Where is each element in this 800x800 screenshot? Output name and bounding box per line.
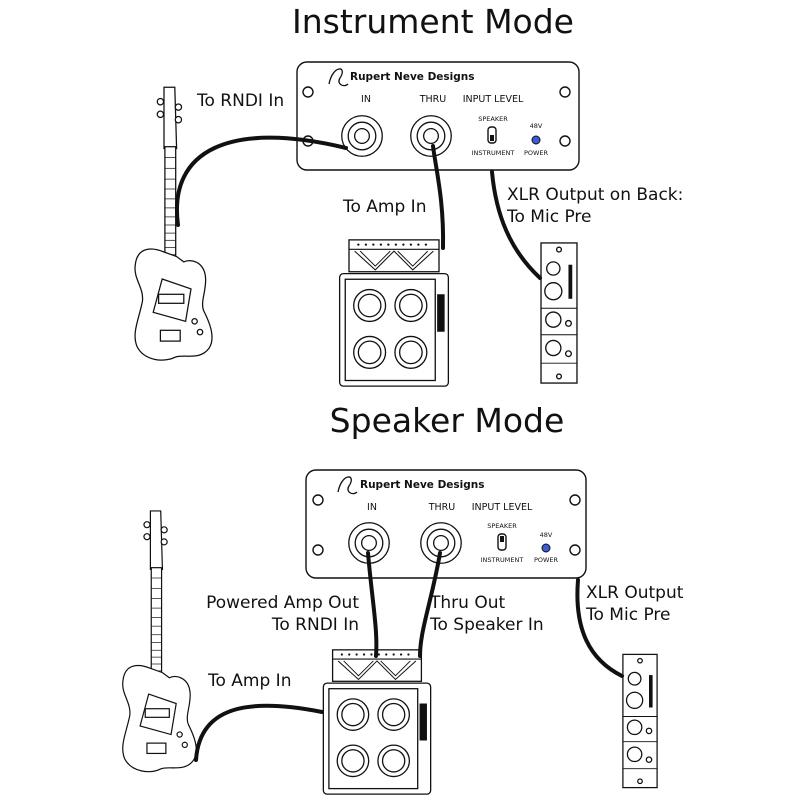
instrument-label: INSTRUMENT	[472, 149, 515, 157]
to-amp-label: To Amp In	[342, 197, 426, 217]
rndi-unit-speaker: Rupert Neve Designs IN THRU INPUT LEVEL …	[305, 469, 587, 579]
cable-thru-to-amp	[431, 144, 446, 250]
speaker-mode-title: Speaker Mode	[330, 401, 565, 440]
cable-bass-to-amp	[194, 703, 324, 762]
rnd-logo-icon	[337, 476, 358, 495]
power-label: POWER	[534, 556, 559, 564]
xlr-label-line1: XLR Output	[586, 583, 684, 603]
instrument-mode-title: Instrument Mode	[292, 2, 574, 41]
thru-out-label-line1: Thru Out	[429, 593, 505, 613]
in-label: IN	[361, 94, 371, 105]
brand-label: Rupert Neve Designs	[360, 479, 485, 491]
powered-amp-label-line1: Powered Amp Out	[206, 593, 359, 613]
to-rndi-label: To RNDI In	[196, 91, 284, 111]
powered-amp-label-line2: To RNDI In	[271, 615, 359, 635]
power-label: POWER	[524, 149, 549, 157]
cable-bass-to-rndi	[174, 135, 348, 227]
in-label: IN	[367, 502, 377, 513]
rnd-logo-icon	[328, 68, 349, 87]
brand-label: Rupert Neve Designs	[350, 71, 475, 83]
cable-thru-to-speaker	[418, 551, 442, 658]
thru-label: THRU	[428, 502, 456, 513]
48v-label: 48V	[530, 122, 543, 130]
cable-amp-out-to-rndi	[366, 551, 379, 658]
input-level-label: INPUT LEVEL	[463, 94, 524, 105]
mic-pre-module-icon	[540, 242, 578, 384]
xlr-label-line2: To Mic Pre	[585, 605, 670, 625]
rndi-unit-instrument: Rupert Neve Designs IN THRU INPUT LEVEL …	[296, 61, 580, 171]
bass-guitar-icon	[134, 86, 213, 361]
amp-cabinet-icon	[338, 239, 450, 387]
bass-guitar-icon	[122, 510, 197, 773]
to-amp-label: To Amp In	[207, 671, 291, 691]
thru-label: THRU	[419, 94, 447, 105]
mic-pre-module-icon	[622, 653, 658, 789]
xlr-label-line2: To Mic Pre	[506, 207, 591, 227]
48v-label: 48V	[540, 531, 553, 539]
speaker-label: SPEAKER	[478, 115, 508, 123]
power-led-icon	[541, 543, 551, 553]
instrument-label: INSTRUMENT	[481, 556, 524, 564]
speaker-label: SPEAKER	[487, 522, 517, 530]
cable-xlr-to-micpre	[575, 578, 624, 678]
thru-out-label-line2: To Speaker In	[429, 615, 544, 635]
amp-cabinet-icon	[322, 649, 432, 795]
thru-jack-icon	[410, 115, 452, 157]
input-level-label: INPUT LEVEL	[472, 502, 533, 513]
in-jack-icon	[341, 115, 383, 157]
xlr-label-line1: XLR Output on Back:	[507, 185, 683, 205]
power-led-icon	[531, 135, 541, 145]
cable-xlr-to-micpre	[490, 170, 542, 280]
